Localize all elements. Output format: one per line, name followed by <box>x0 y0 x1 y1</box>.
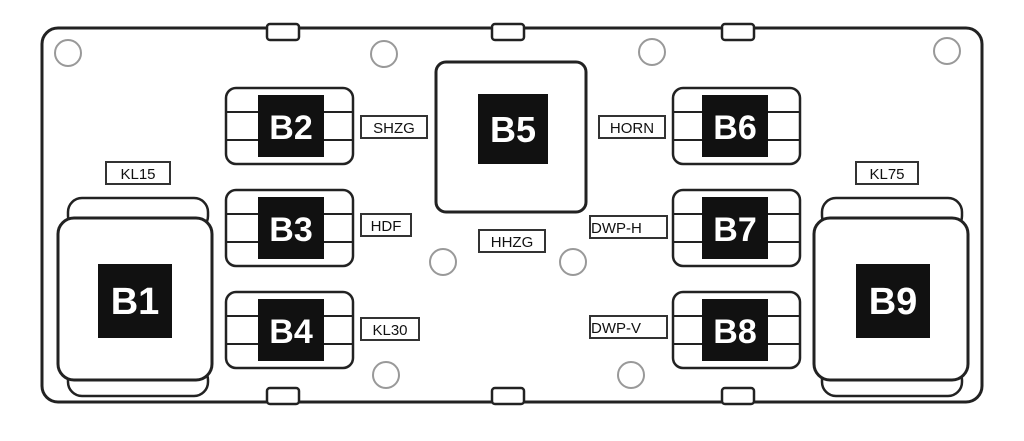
fuse-b6-label: B6 <box>713 109 756 147</box>
label-shzg-box: SHZG <box>360 115 428 139</box>
fuse-b7-label: B7 <box>713 211 756 249</box>
label-hhzg: HHZG <box>491 234 534 251</box>
fuse-b2: B2 <box>224 86 355 166</box>
mounting-holes <box>54 37 961 389</box>
label-kl15: KL15 <box>120 166 155 183</box>
label-horn: HORN <box>610 120 654 137</box>
fuse-b7: B7 <box>671 188 802 268</box>
label-dwp-v-box: DWP-V <box>589 315 668 339</box>
fuse-b9-label: B9 <box>869 281 918 323</box>
mounting-tabs <box>265 22 756 406</box>
label-hdf: HDF <box>371 218 402 235</box>
fuse-b8-label: B8 <box>713 313 756 351</box>
fuse-b1: B1 <box>56 196 214 398</box>
fuse-b9: B9 <box>812 196 970 398</box>
fuse-b3-label: B3 <box>269 211 312 249</box>
label-dwp-h: DWP-H <box>591 220 642 237</box>
fuse-b6: B6 <box>671 86 802 166</box>
label-kl30: KL30 <box>372 322 407 339</box>
label-horn-box: HORN <box>598 115 666 139</box>
fuse-b5: B5 <box>434 60 588 214</box>
fuse-b8: B8 <box>671 290 802 370</box>
fuse-b4-label: B4 <box>269 313 313 351</box>
fuse-b4: B4 <box>224 290 355 370</box>
label-kl75-box: KL75 <box>855 161 919 185</box>
label-hhzg-box: HHZG <box>478 229 546 253</box>
label-kl15-box: KL15 <box>105 161 171 185</box>
fuse-b2-label: B2 <box>269 109 312 147</box>
fuse-b3: B3 <box>224 188 355 268</box>
label-dwp-h-box: DWP-H <box>589 215 668 239</box>
label-shzg: SHZG <box>373 120 415 137</box>
fuse-b1-label: B1 <box>111 281 160 323</box>
label-kl75: KL75 <box>869 166 904 183</box>
label-kl30-box: KL30 <box>360 317 420 341</box>
fuse-b5-label: B5 <box>490 109 536 150</box>
label-hdf-box: HDF <box>360 213 412 237</box>
label-dwp-v: DWP-V <box>591 320 641 337</box>
